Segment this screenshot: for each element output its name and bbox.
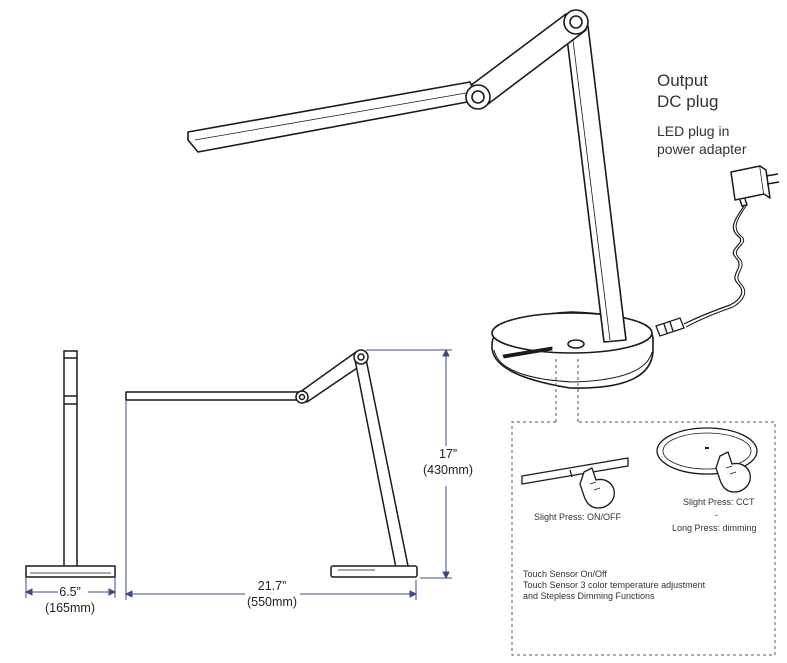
reach-label: 21.7” (550mm): [240, 578, 304, 610]
ring-illustration: [656, 427, 758, 493]
separator-label: -: [715, 510, 718, 520]
base-width-label: 6.5” (165mm): [38, 584, 102, 616]
touch-note-3: and Stepless Dimming Functions: [523, 591, 655, 601]
base-width-mm: (165mm): [44, 601, 95, 615]
touch-sensor-dot: [567, 339, 585, 349]
height-inches: 17”: [438, 447, 458, 461]
touch-note-1: Touch Sensor On/Off: [523, 569, 607, 579]
slight-press-onoff-label: Slight Press: ON/OFF: [534, 512, 622, 522]
reach-dimension: [124, 401, 418, 600]
output-label-line2: DC plug: [657, 92, 719, 111]
base-width-dimension: [24, 578, 117, 598]
reach-inches: 21.7”: [257, 579, 287, 593]
touch-sensor-notes: Touch Sensor On/Off Touch Sensor 3 color…: [523, 569, 705, 602]
slight-press-cct-label: Slight Press: CCT: [683, 497, 755, 507]
lamp-head: [187, 81, 479, 153]
height-mm: (430mm): [422, 463, 473, 477]
slot-illustration: [521, 457, 629, 509]
dc-plug: [655, 317, 685, 337]
height-label: 17” (430mm): [418, 446, 478, 478]
power-adapter: [730, 165, 780, 207]
adapter-cable: [683, 205, 745, 325]
front-view-lamp: [25, 350, 116, 578]
led-plug-line2: power adapter: [657, 141, 747, 157]
finger-icon-2: [715, 451, 751, 493]
long-press-label: Long Press: dimming: [672, 523, 757, 533]
finger-icon: [579, 467, 615, 509]
output-label-line1: Output: [657, 71, 709, 90]
led-plug-label: LED plug in power adapter: [657, 122, 747, 158]
base-slot: [502, 346, 553, 359]
output-label: Output DC plug: [657, 70, 718, 112]
touch-note-2: Touch Sensor 3 color temperature adjustm…: [523, 580, 706, 590]
led-plug-line1: LED plug in: [657, 123, 730, 139]
base-width-inches: 6.5”: [59, 585, 81, 599]
side-view-lamp: [125, 349, 418, 578]
callout-box: [511, 358, 776, 656]
reach-mm: (550mm): [246, 595, 297, 609]
height-dimension: [366, 348, 452, 580]
lamp-pole: [565, 25, 627, 343]
perspective-lamp: [187, 9, 654, 389]
